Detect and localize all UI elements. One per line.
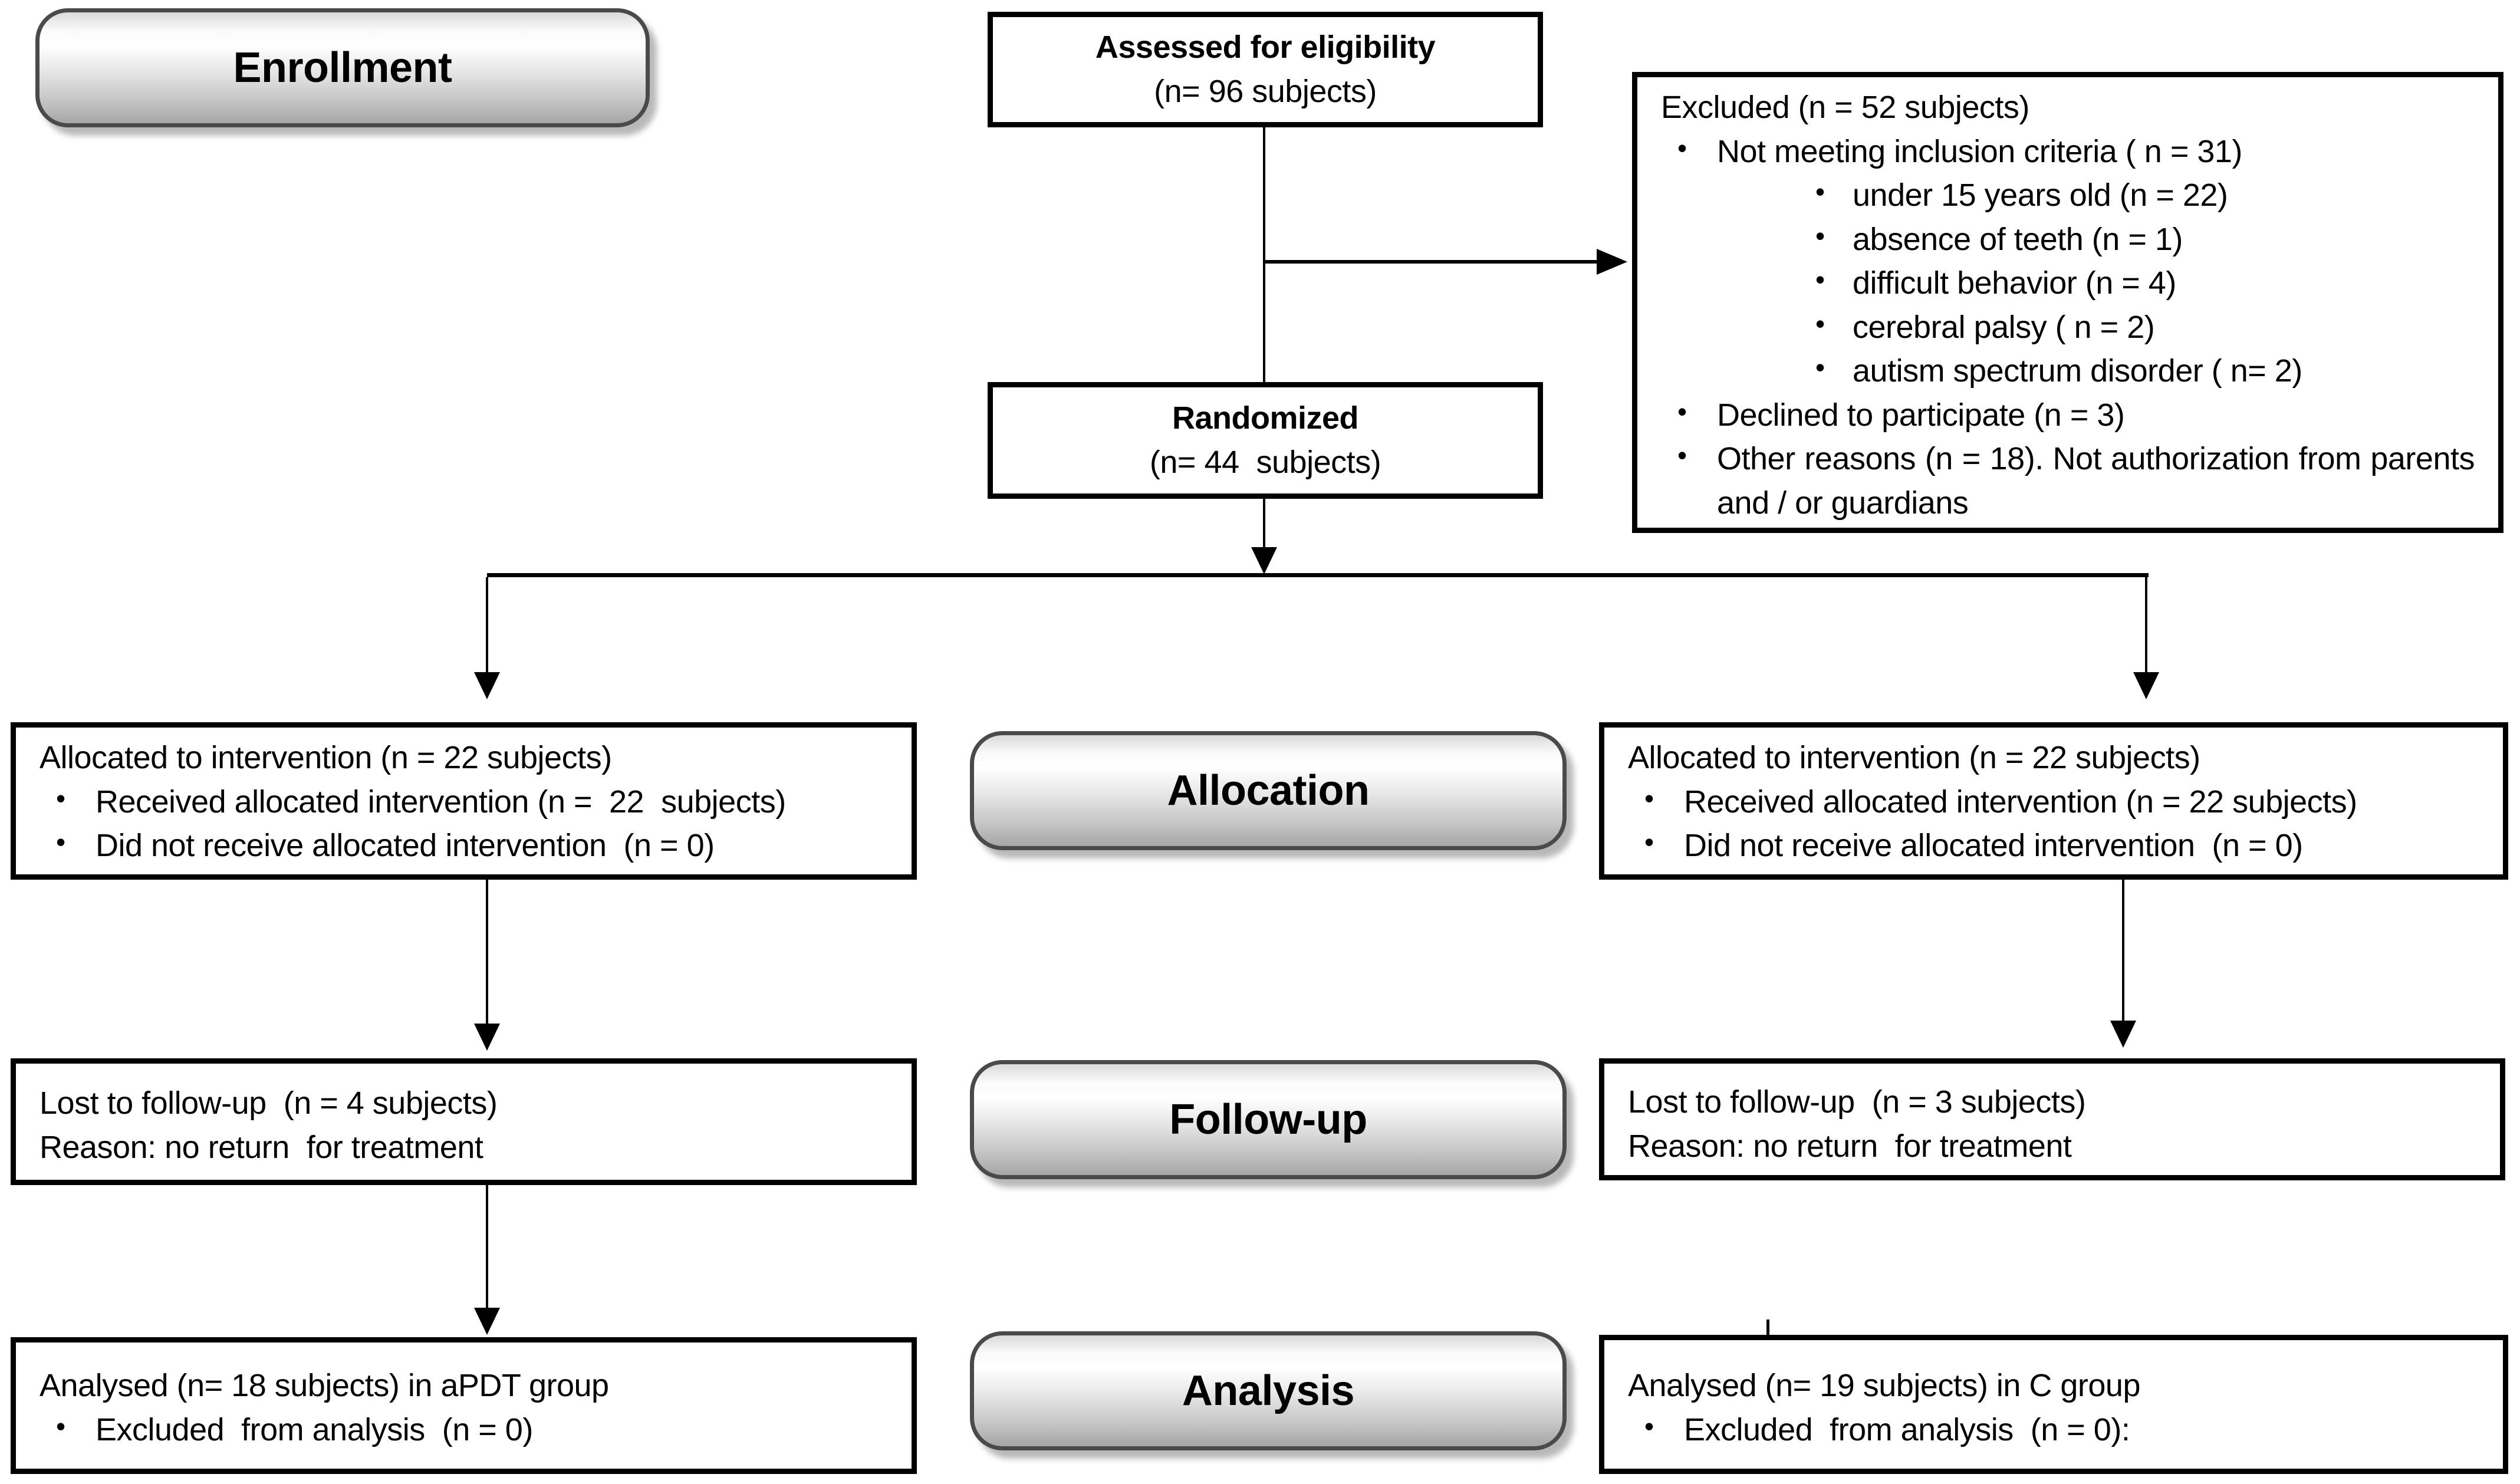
excluded-item: difficult behavior (n = 4)	[1661, 261, 2475, 305]
allocation-left-box: Allocated to intervention (n = 22 subjec…	[11, 722, 917, 880]
excluded-title: Excluded (n = 52 subjects)	[1661, 90, 2029, 125]
excluded-item: absence of teeth (n = 1)	[1661, 218, 2475, 262]
stage-pill-analysis: Analysis	[970, 1331, 1567, 1450]
randomized-box: Randomized (n= 44 subjects)	[988, 382, 1543, 499]
followup-left-line1: Lost to follow-up (n = 4 subjects)	[40, 1085, 498, 1121]
assessed-box: Assessed for eligibility (n= 96 subjects…	[988, 12, 1543, 127]
allocation-right-item: Received allocated intervention (n = 22 …	[1628, 780, 2479, 824]
arrowhead-excluded	[1597, 249, 1627, 275]
allocation-right-item: Did not receive allocated intervention (…	[1628, 824, 2479, 868]
allocation-left-item: Received allocated intervention (n = 22 …	[40, 780, 888, 824]
allocation-right-title: Allocated to intervention (n = 22 subjec…	[1628, 740, 2200, 775]
stage-pill-analysis-label: Analysis	[1182, 1367, 1355, 1414]
stage-pill-followup: Follow-up	[970, 1060, 1567, 1179]
branch-horizontal-line	[487, 573, 2149, 577]
arrowhead-branch-center	[1251, 547, 1277, 574]
connector-assessed-to-randomized	[1263, 127, 1265, 382]
analysis-right-item: Excluded from analysis (n = 0):	[1628, 1408, 2479, 1452]
analysis-left-item: Excluded from analysis (n = 0)	[40, 1408, 888, 1452]
analysis-left-title: Analysed (n= 18 subjects) in aPDT group	[40, 1368, 609, 1403]
arrowhead-allocation-right	[2133, 672, 2159, 699]
followup-left-box: Lost to follow-up (n = 4 subjects) Reaso…	[11, 1058, 917, 1185]
analysis-left-box: Analysed (n= 18 subjects) in aPDT group …	[11, 1337, 917, 1474]
branch-drop-right	[2145, 577, 2147, 673]
analysis-right-title: Analysed (n= 19 subjects) in C group	[1628, 1368, 2141, 1403]
excluded-item: cerebral palsy ( n = 2)	[1661, 305, 2475, 350]
connector-followupleft-analysisleft	[486, 1185, 488, 1309]
excluded-item: Not meeting inclusion criteria ( n = 31)	[1661, 130, 2475, 174]
connector-allocright-followupright	[2122, 880, 2124, 1022]
allocation-left-title: Allocated to intervention (n = 22 subjec…	[40, 740, 612, 775]
arrowhead-followup-right	[2110, 1021, 2136, 1048]
excluded-item: Other reasons (n = 18). Not authorizatio…	[1661, 437, 2475, 525]
followup-right-line2: Reason: no return for treatment	[1628, 1128, 2072, 1164]
stage-pill-enrollment-label: Enrollment	[233, 44, 452, 91]
excluded-item: autism spectrum disorder ( n= 2)	[1661, 349, 2475, 393]
allocation-left-item: Did not receive allocated intervention (…	[40, 824, 888, 868]
connector-allocleft-followupleft	[486, 880, 488, 1025]
stage-pill-enrollment: Enrollment	[35, 8, 650, 127]
connector-randomized-down	[1263, 499, 1265, 549]
analysis-right-box: Analysed (n= 19 subjects) in C group Exc…	[1599, 1335, 2508, 1474]
assessed-title: Assessed for eligibility	[1095, 29, 1436, 65]
excluded-box: Excluded (n = 52 subjects) Not meeting i…	[1632, 72, 2503, 533]
arrowhead-analysis-left	[474, 1308, 500, 1335]
connector-to-excluded	[1264, 260, 1598, 264]
branch-drop-left	[486, 577, 488, 673]
followup-right-box: Lost to follow-up (n = 3 subjects) Reaso…	[1599, 1058, 2505, 1180]
arrowhead-followup-left	[474, 1024, 500, 1051]
excluded-item: under 15 years old (n = 22)	[1661, 173, 2475, 218]
stage-pill-followup-label: Follow-up	[1169, 1096, 1367, 1143]
stage-pill-allocation-label: Allocation	[1167, 767, 1370, 814]
stage-pill-allocation: Allocation	[970, 731, 1567, 850]
connector-stub-analysis-right	[1766, 1320, 1769, 1337]
assessed-n: (n= 96 subjects)	[1154, 74, 1377, 109]
arrowhead-allocation-left	[474, 672, 500, 699]
followup-right-line1: Lost to follow-up (n = 3 subjects)	[1628, 1084, 2086, 1120]
allocation-right-box: Allocated to intervention (n = 22 subjec…	[1599, 722, 2508, 880]
randomized-title: Randomized	[1172, 400, 1359, 436]
randomized-n: (n= 44 subjects)	[1149, 445, 1381, 480]
followup-left-line2: Reason: no return for treatment	[40, 1129, 483, 1165]
excluded-item: Declined to participate (n = 3)	[1661, 393, 2475, 437]
